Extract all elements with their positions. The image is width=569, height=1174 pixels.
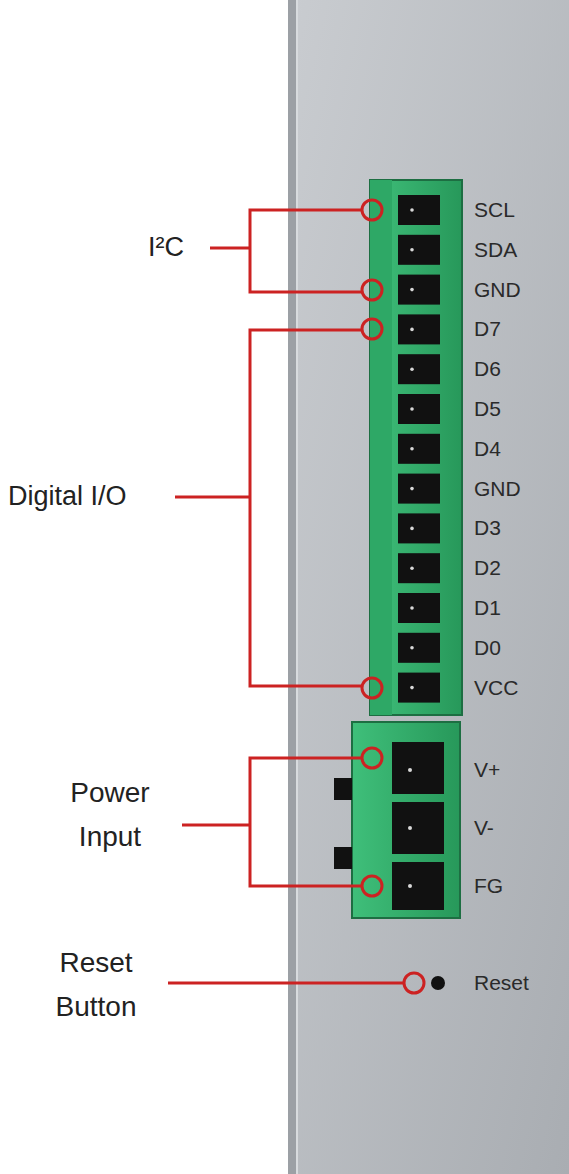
callout-label: Reset Button [40, 941, 152, 1029]
pin-name: SDA [474, 238, 517, 262]
pin-name: D2 [474, 556, 501, 580]
callout-label: I²C [148, 232, 184, 263]
callout-label: Digital I/O [8, 481, 127, 512]
pin-name: V+ [474, 758, 500, 782]
pin-name: FG [474, 874, 503, 898]
pin-name: VCC [474, 676, 518, 700]
button-name: Reset [474, 971, 529, 995]
callout-label: Power Input [50, 771, 170, 859]
pin-name: SCL [474, 198, 515, 222]
pin-name: D6 [474, 357, 501, 381]
pin-name: D7 [474, 317, 501, 341]
pin-name: D3 [474, 516, 501, 540]
pin-name: D4 [474, 437, 501, 461]
pin-name: GND [474, 278, 521, 302]
pin-name: D5 [474, 397, 501, 421]
pin-name: D1 [474, 596, 501, 620]
pin-name: V- [474, 816, 494, 840]
pin-name: D0 [474, 636, 501, 660]
pin-name: GND [474, 477, 521, 501]
